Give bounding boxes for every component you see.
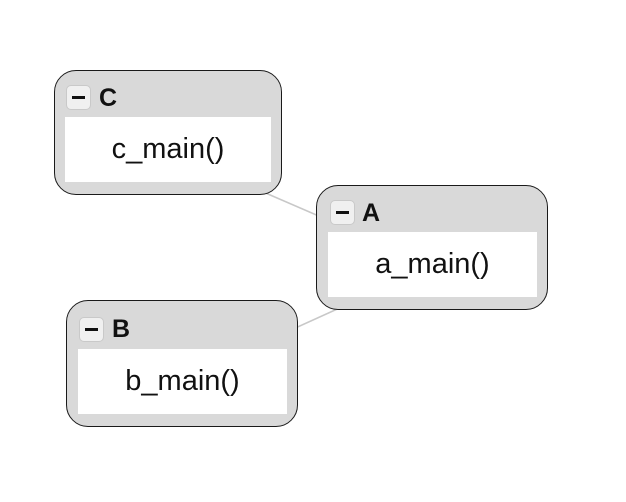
function-box-b[interactable]: b_main(): [78, 349, 287, 414]
function-label-a: a_main(): [375, 248, 490, 280]
module-node-c[interactable]: C c_main(): [54, 70, 282, 195]
minus-icon: [72, 96, 85, 99]
collapse-button-b[interactable]: [79, 317, 104, 342]
module-header-a: A: [317, 186, 547, 232]
function-box-a[interactable]: a_main(): [328, 232, 537, 297]
module-node-a[interactable]: A a_main(): [316, 185, 548, 310]
module-node-b[interactable]: B b_main(): [66, 300, 298, 427]
module-header-b: B: [67, 301, 297, 347]
function-label-b: b_main(): [125, 365, 240, 397]
module-title-b: B: [112, 315, 131, 343]
module-header-c: C: [55, 71, 281, 117]
function-box-c[interactable]: c_main(): [65, 117, 271, 182]
minus-icon: [85, 328, 98, 331]
collapse-button-c[interactable]: [66, 85, 91, 110]
function-label-c: c_main(): [111, 133, 225, 165]
minus-icon: [336, 211, 349, 214]
module-title-c: C: [99, 84, 118, 112]
module-title-a: A: [362, 199, 381, 227]
collapse-button-a[interactable]: [330, 200, 355, 225]
